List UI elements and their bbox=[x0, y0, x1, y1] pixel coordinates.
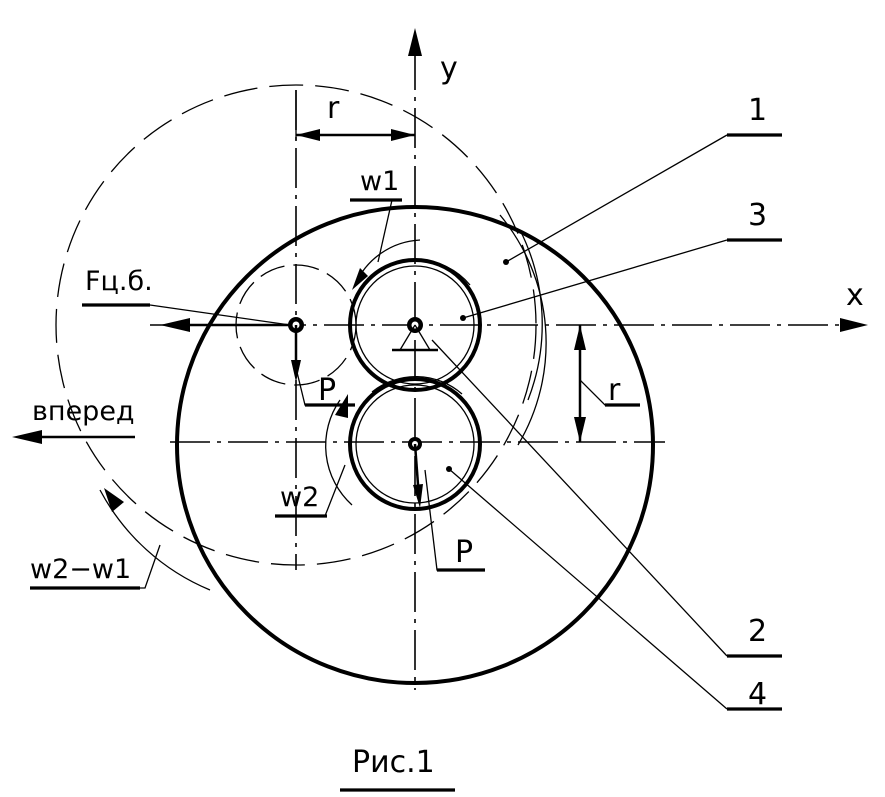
inner-thin-arc bbox=[499, 214, 547, 446]
radius-top-label: r bbox=[327, 91, 340, 126]
leader-part1 bbox=[503, 133, 782, 265]
main-body-circle bbox=[175, 205, 655, 685]
radius-dimension-top bbox=[295, 90, 415, 141]
lower-gear bbox=[348, 375, 482, 511]
centrifugal-force-arrow bbox=[82, 303, 291, 332]
omega-diff-label: w2−w1 bbox=[30, 554, 131, 585]
y-axis bbox=[408, 28, 422, 690]
weight-left-label: P bbox=[318, 373, 336, 408]
leader-part4 bbox=[446, 466, 782, 711]
upper-gear bbox=[348, 258, 482, 392]
x-axis bbox=[150, 318, 868, 332]
leader-part3 bbox=[460, 238, 782, 321]
leader-part2 bbox=[431, 339, 782, 658]
weight-bottom-label: P bbox=[455, 535, 473, 570]
upper-pivot bbox=[392, 317, 438, 352]
radius-right-label: r bbox=[608, 373, 621, 408]
omega2-label: w2 bbox=[280, 482, 319, 513]
outer-trajectory-circle bbox=[55, 84, 537, 566]
part1-label: 1 bbox=[748, 93, 767, 128]
part3-label: 3 bbox=[748, 198, 767, 233]
omega1-label: w1 bbox=[360, 166, 399, 197]
forward-arrow bbox=[12, 430, 135, 444]
y-axis-label: y bbox=[440, 51, 458, 86]
part2-label: 2 bbox=[748, 614, 767, 649]
x-axis-label: x bbox=[846, 278, 864, 313]
figure-caption: Рис.1 bbox=[352, 745, 435, 780]
centrifugal-force-label: Fц.б. bbox=[85, 266, 153, 297]
forward-label: вперед bbox=[32, 396, 135, 427]
part4-label: 4 bbox=[748, 677, 767, 712]
